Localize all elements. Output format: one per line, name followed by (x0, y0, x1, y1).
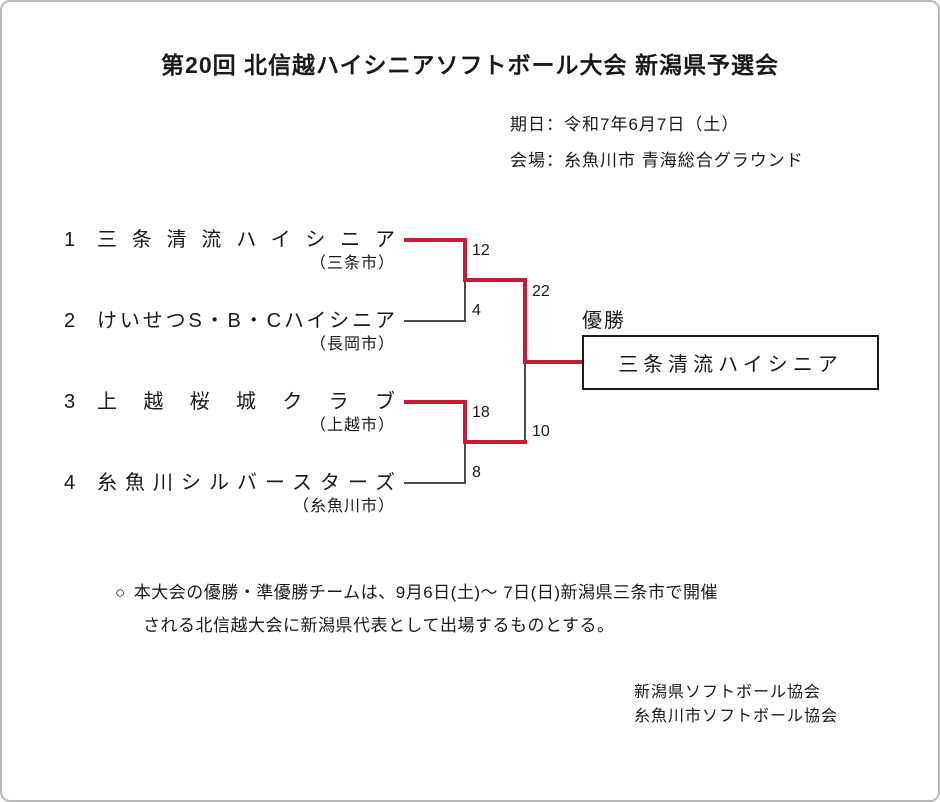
team1-name: 三条清流ハイシニア (97, 229, 395, 251)
champion-name: 三条清流ハイシニア (618, 354, 843, 376)
team2-city: （長岡市） (309, 336, 395, 353)
team1-city: （三条市） (309, 255, 395, 272)
organizations: 新潟県ソフトボール協会 糸魚川市ソフトボール協会 (634, 681, 838, 729)
event-date: 期日：令和7年6月7日（土） (510, 115, 740, 134)
team2-seed: 2 (64, 310, 76, 332)
note-line1: 本大会の優勝・準優勝チームは、9月6日(土)～ 7日(日)新潟県三条市で開催 (133, 583, 719, 602)
score-team2: 4 (472, 302, 481, 319)
event-venue: 会場：糸魚川市 青海総合グラウンド (510, 151, 804, 170)
team3-seed: 3 (64, 391, 76, 413)
score-final-bottom: 10 (532, 423, 550, 440)
team3-city: （上越市） (309, 417, 395, 434)
organization-prefecture: 新潟県ソフトボール協会 (634, 684, 822, 701)
score-team3: 18 (472, 404, 490, 421)
team2-name: けいせつS・B・Cハイシニア (97, 310, 395, 332)
champion-box: 三条清流ハイシニア (582, 335, 879, 390)
team4-city: （糸魚川市） (292, 498, 395, 515)
score-team4: 8 (472, 464, 481, 481)
team3-name: 上越桜城クラブ (97, 391, 395, 413)
organization-city: 糸魚川市ソフトボール協会 (634, 708, 839, 725)
score-final-top: 22 (532, 283, 550, 300)
page-title: 第20回 北信越ハイシニアソフトボール大会 新潟県予選会 (161, 52, 779, 78)
score-team1: 12 (472, 242, 490, 259)
team4-seed: 4 (64, 472, 76, 494)
champion-label: 優勝 (582, 310, 626, 332)
qualification-note: ○本大会の優勝・準優勝チームは、9月6日(土)～ 7日(日)新潟県三条市で開催 … (115, 576, 718, 642)
event-info: 期日：令和7年6月7日（土） 会場：糸魚川市 青海総合グラウンド (510, 114, 804, 186)
team4-name: 糸魚川シルバースターズ (97, 472, 395, 494)
note-line2: される北信越大会に新潟県代表として出場するものとする。 (143, 616, 615, 635)
team1-seed: 1 (64, 229, 76, 251)
note-marker: ○ (115, 583, 126, 602)
